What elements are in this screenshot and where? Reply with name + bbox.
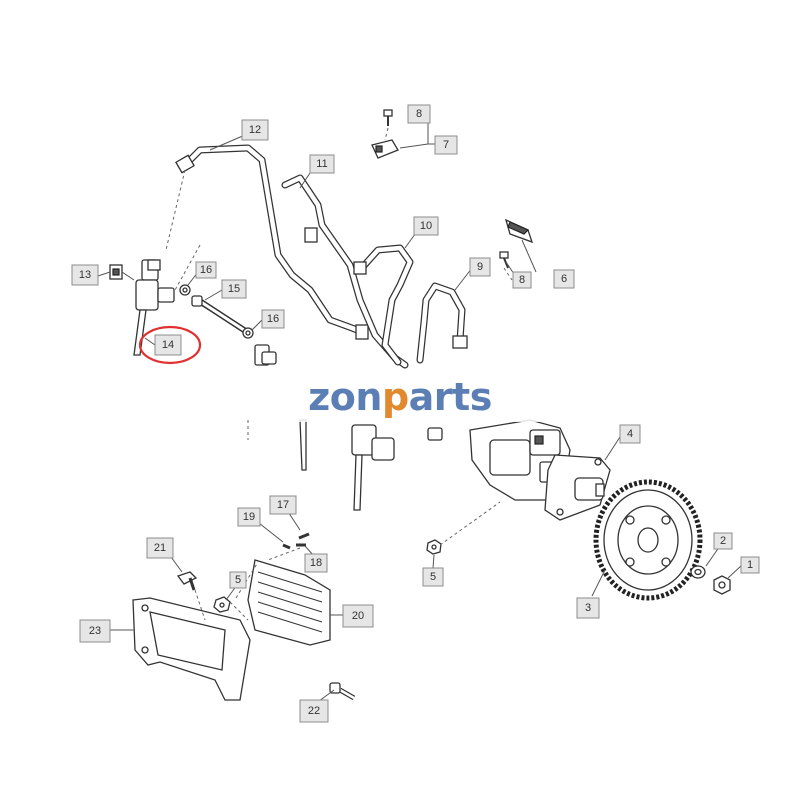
washer-2: [690, 565, 706, 579]
svg-text:12: 12: [249, 124, 261, 136]
fuel-pipe-10: [353, 244, 414, 366]
svg-text:7: 7: [443, 139, 449, 151]
svg-text:10: 10: [420, 220, 432, 232]
callout-8-top: 8: [407, 104, 431, 124]
svg-text:5: 5: [235, 574, 241, 586]
callout-15: 15: [221, 279, 247, 299]
svg-text:13: 13: [79, 269, 91, 281]
pump-flange-4: [544, 454, 611, 521]
callout-14: 14: [154, 334, 182, 356]
callout-18: 18: [304, 553, 328, 573]
bracket-7: [371, 139, 399, 159]
watermark-part3: arts: [408, 375, 493, 419]
svg-text:5: 5: [430, 571, 436, 583]
connector-6: [504, 218, 534, 244]
svg-text:9: 9: [477, 261, 483, 273]
callout-1: 1: [740, 556, 760, 574]
callout-6: 6: [553, 269, 575, 289]
callout-12: 12: [241, 119, 269, 141]
svg-text:14: 14: [162, 339, 174, 351]
bolt-21: [176, 571, 198, 591]
callout-5-left: 5: [229, 571, 247, 589]
nut-1: [713, 575, 731, 595]
svg-text:23: 23: [89, 625, 101, 637]
screw-8-top: [383, 109, 393, 126]
svg-text:11: 11: [316, 158, 327, 170]
svg-text:16: 16: [200, 264, 212, 276]
callout-19: 19: [237, 507, 261, 527]
sensor-13: [109, 264, 135, 281]
seal-16b: [242, 327, 254, 339]
callout-23: 23: [79, 619, 111, 643]
highlight-circle: [138, 325, 202, 365]
svg-text:18: 18: [310, 557, 322, 569]
svg-text:6: 6: [561, 273, 567, 285]
watermark-part2: p: [381, 375, 409, 419]
callout-11: 11: [309, 154, 335, 174]
injector-fitting: [254, 344, 277, 366]
callout-16-bottom: 16: [261, 309, 285, 329]
svg-text:19: 19: [243, 511, 255, 523]
svg-text:20: 20: [352, 610, 364, 622]
svg-text:22: 22: [308, 705, 320, 717]
ecu-module-20: [247, 559, 331, 646]
callout-22: 22: [299, 699, 329, 723]
callout-9: 9: [469, 257, 491, 277]
callout-20: 20: [342, 604, 374, 628]
callout-21: 21: [146, 537, 174, 559]
callout-2: 2: [713, 532, 733, 550]
fuel-pump-assembly: [469, 419, 571, 501]
nut-5-center: [426, 539, 442, 555]
injector-row: [247, 419, 443, 511]
svg-text:8: 8: [519, 274, 525, 286]
watermark: zonparts: [260, 372, 540, 422]
svg-text:21: 21: [154, 542, 166, 554]
mounting-bracket-23: [132, 597, 251, 701]
svg-text:4: 4: [627, 428, 633, 440]
fuel-pipe-9: [416, 282, 468, 364]
svg-text:8: 8: [416, 108, 422, 120]
watermark-part1: zon: [308, 375, 382, 419]
callout-8-right: 8: [512, 271, 532, 289]
pump-gear-3: [593, 479, 703, 601]
svg-text:17: 17: [277, 499, 289, 511]
callout-4: 4: [619, 424, 641, 444]
seal-16a: [179, 284, 191, 296]
callout-7: 7: [434, 135, 458, 155]
callout-5-center: 5: [422, 567, 444, 587]
screw-8-right: [499, 251, 509, 269]
svg-text:15: 15: [228, 283, 240, 295]
injector-assembly: [133, 259, 175, 356]
fuel-pipe-12: [175, 144, 369, 340]
bolt-15: [191, 295, 247, 333]
callout-10: 10: [413, 216, 439, 236]
svg-text:16: 16: [267, 313, 279, 325]
callout-17: 17: [269, 495, 297, 515]
callout-13: 13: [71, 264, 99, 286]
callout-16-top: 16: [195, 261, 217, 279]
svg-text:2: 2: [720, 535, 726, 547]
screws-17-18-19: [282, 532, 310, 550]
svg-text:1: 1: [747, 559, 753, 571]
guide-lines: [165, 127, 513, 621]
callout-3: 3: [576, 597, 600, 619]
nut-5-left: [213, 596, 231, 613]
svg-text:3: 3: [585, 602, 591, 614]
